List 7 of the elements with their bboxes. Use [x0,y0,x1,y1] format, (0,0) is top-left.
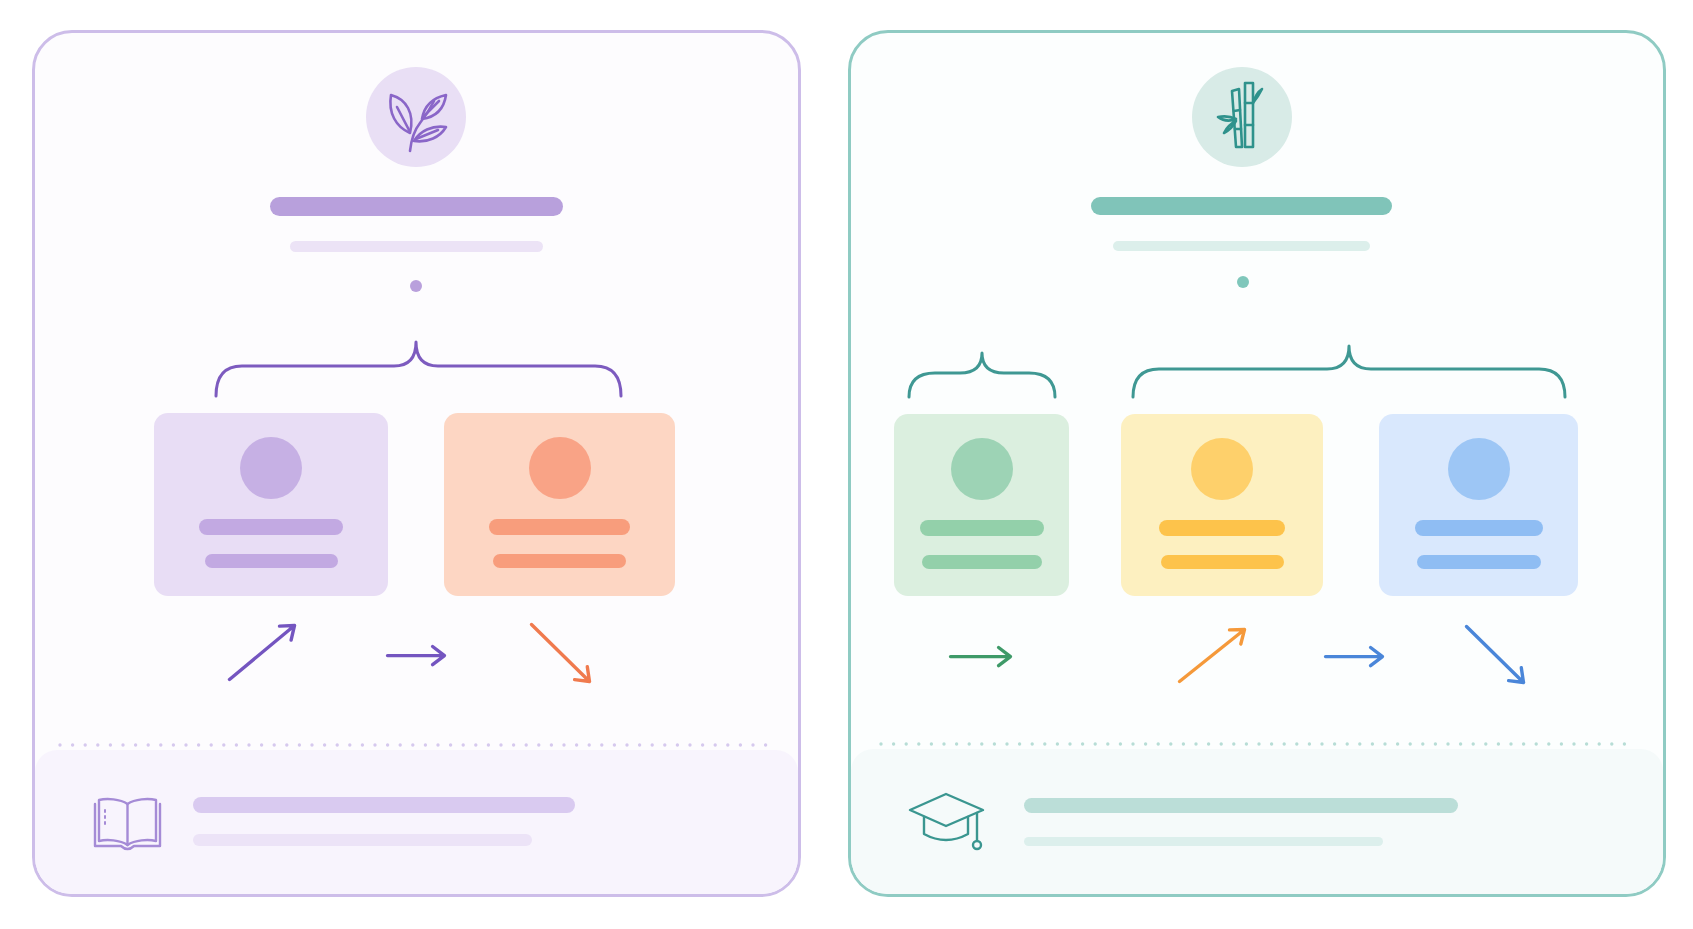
profile-card [894,414,1069,596]
profile-card [1379,414,1578,596]
content-panel [848,30,1666,897]
profile-card [444,413,675,596]
content-panel [32,30,801,897]
profile-card [154,413,388,596]
profile-card [1121,414,1323,596]
